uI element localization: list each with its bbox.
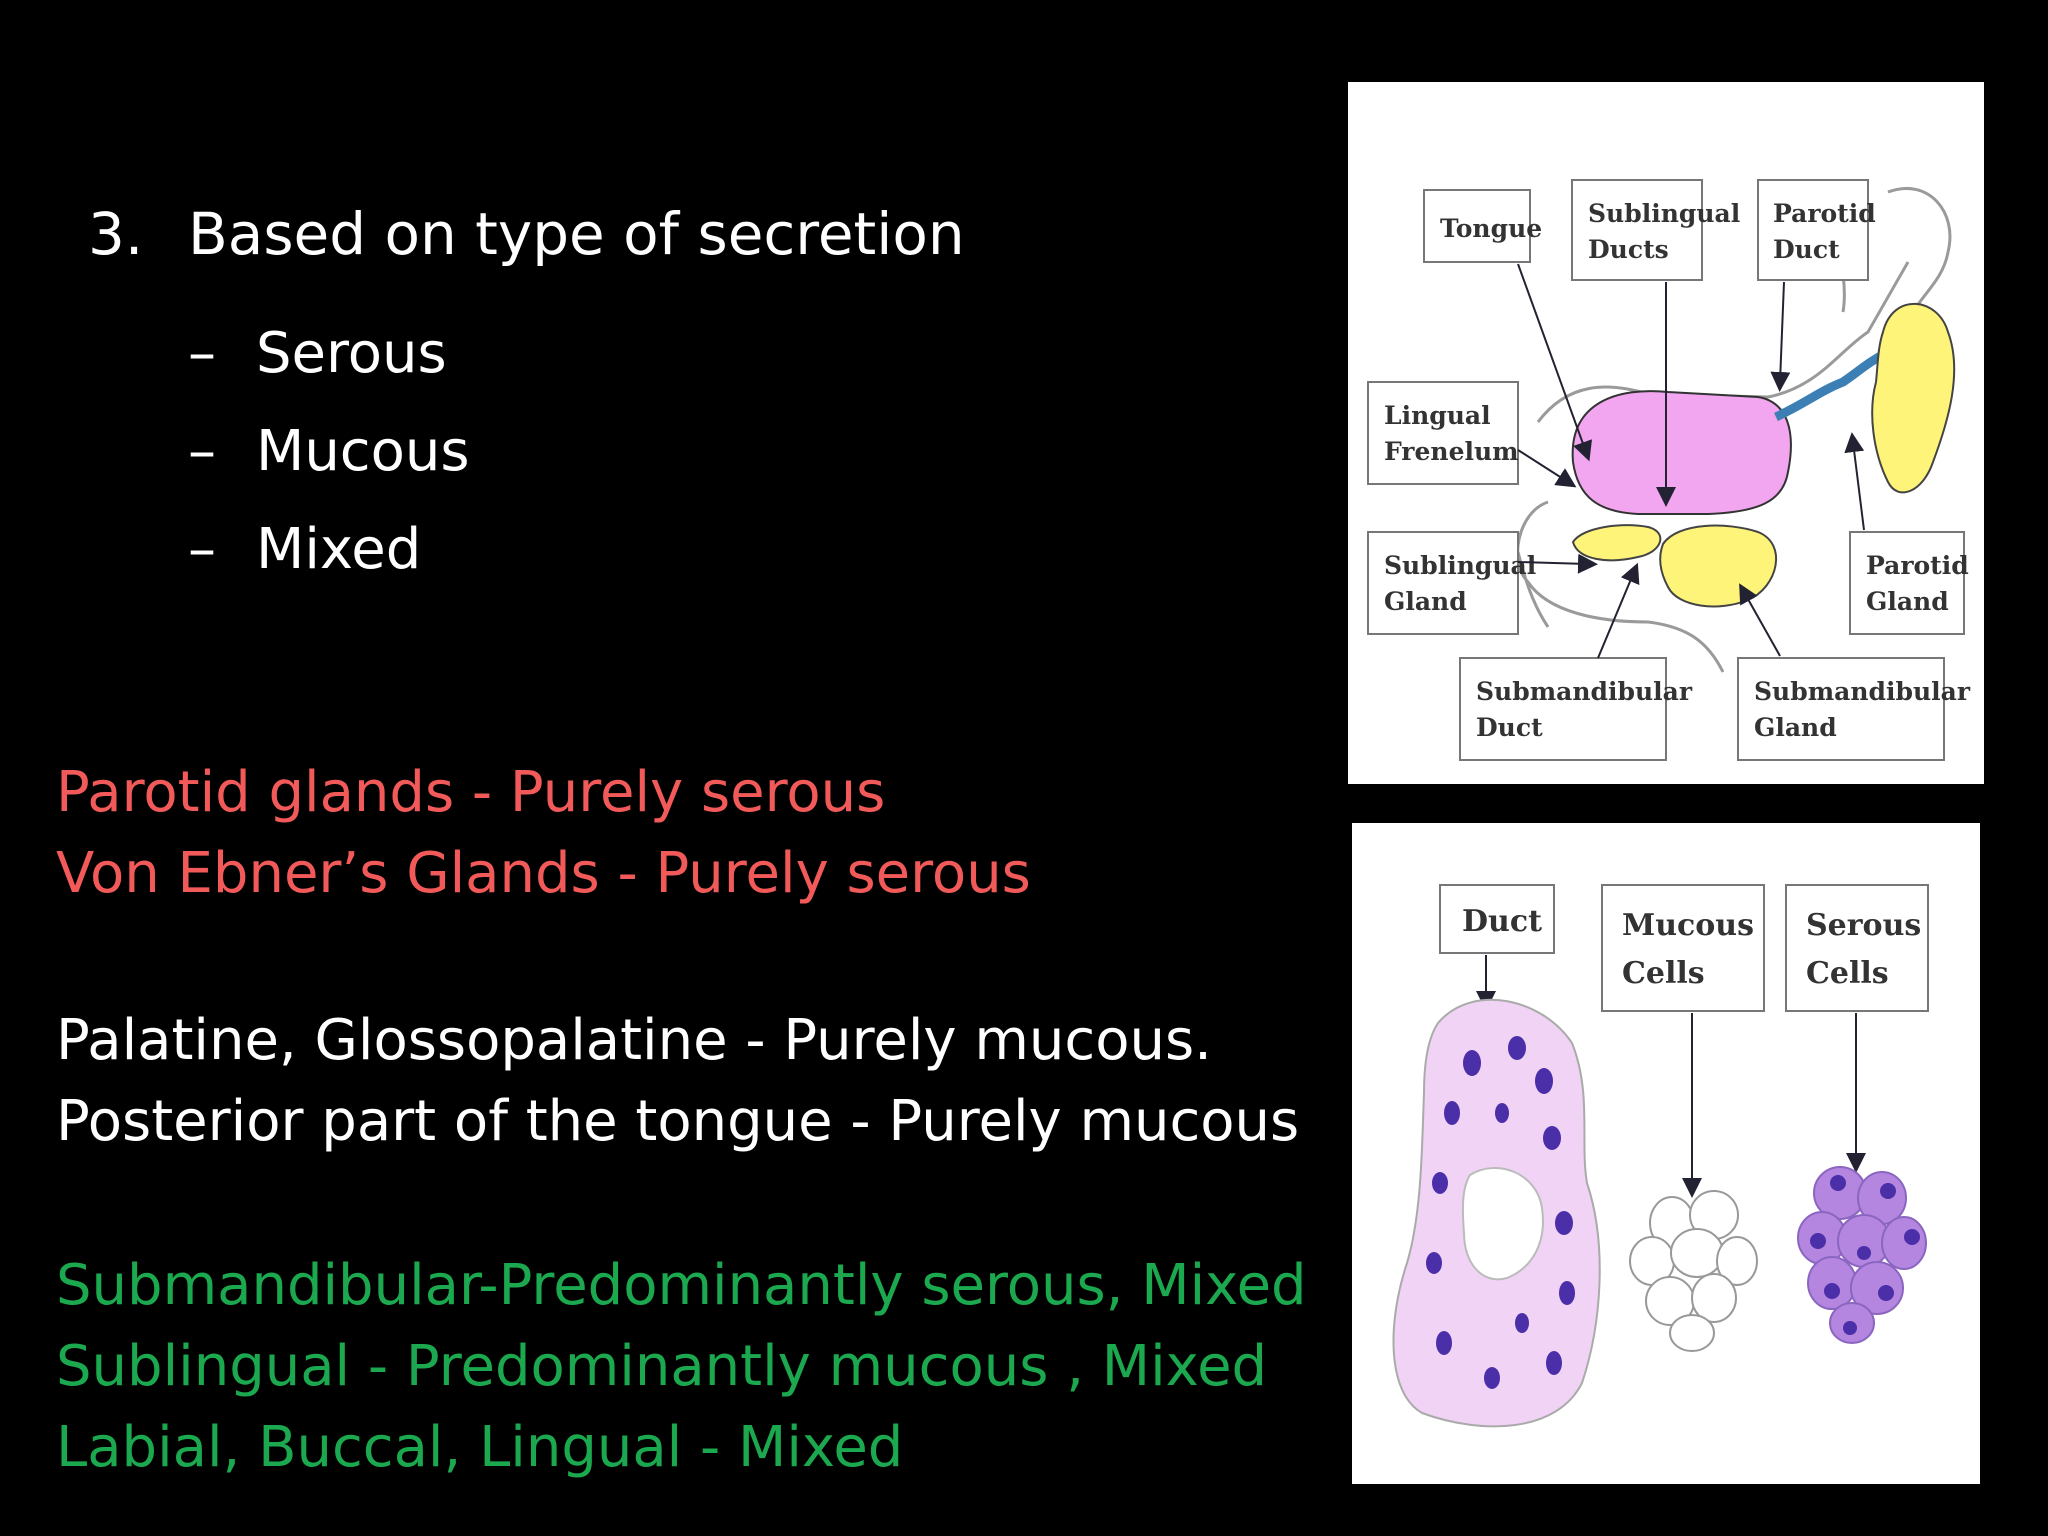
svg-text:Tongue: Tongue <box>1440 214 1542 243</box>
svg-text:Sublingual: Sublingual <box>1588 199 1740 228</box>
acinar-cells-diagram: Duct Mucous Cells Serous Cells <box>1352 823 1980 1484</box>
dash-bullet: – <box>188 517 216 582</box>
label-submandibular-duct: Submandibular Duct <box>1459 657 1693 761</box>
svg-text:Duct: Duct <box>1462 904 1542 939</box>
svg-text:Sublingual: Sublingual <box>1384 551 1536 580</box>
svg-text:Duct: Duct <box>1476 713 1543 742</box>
dash-bullet: – <box>188 321 216 386</box>
acinar-cells-svg: Duct Mucous Cells Serous Cells <box>1392 884 1929 1428</box>
dash-bullet: – <box>188 419 216 484</box>
svg-text:Duct: Duct <box>1773 235 1840 264</box>
text-line: Posterior part of the tongue - Purely mu… <box>56 1089 1300 1154</box>
tongue-shape <box>1571 390 1792 515</box>
section-heading: 3.Based on type of secretion <box>88 205 965 263</box>
sublingual-gland-shape <box>1571 524 1662 562</box>
bullet-text: Mucous <box>256 419 470 484</box>
label-parotid-gland: Parotid Gland <box>1849 531 1969 635</box>
text-line: Sublingual - Predominantly mucous , Mixe… <box>56 1334 1268 1399</box>
list-item: –Mixed <box>188 501 470 599</box>
list-item: –Mucous <box>188 403 470 501</box>
label-serous-cells: Serous Cells <box>1785 884 1929 1012</box>
list-item: –Serous <box>188 305 470 403</box>
svg-text:Parotid: Parotid <box>1773 199 1876 228</box>
bullet-text: Mixed <box>256 517 422 582</box>
label-lingual-frenulum: Lingual Frenelum <box>1367 381 1519 485</box>
serous-cells-cluster <box>1797 1166 1927 1344</box>
label-sublingual-ducts: Sublingual Ducts <box>1571 179 1740 281</box>
parotid-gland-shape <box>1871 302 1956 494</box>
svg-text:Submandibular: Submandibular <box>1476 677 1693 706</box>
label-tongue: Tongue <box>1423 189 1542 263</box>
mixed-glands-group: Submandibular-Predominantly serous, Mixe… <box>56 1245 1307 1488</box>
text-line: Von Ebner’s Glands - Purely serous <box>56 841 1031 906</box>
svg-text:Gland: Gland <box>1866 587 1949 616</box>
svg-text:Cells: Cells <box>1806 956 1889 991</box>
svg-text:Mucous: Mucous <box>1622 908 1754 943</box>
serous-glands-group: Parotid glands - Purely serous Von Ebner… <box>56 752 1031 914</box>
svg-text:Ducts: Ducts <box>1588 235 1669 264</box>
svg-text:Gland: Gland <box>1754 713 1837 742</box>
ear-outline <box>1887 186 1952 323</box>
label-submandibular-gland: Submandibular Gland <box>1737 657 1971 761</box>
label-parotid-duct: Parotid Duct <box>1757 179 1876 281</box>
duct-tube <box>1392 998 1601 1428</box>
svg-text:Frenelum: Frenelum <box>1384 437 1519 466</box>
heading-text: Based on type of secretion <box>188 200 965 268</box>
parotid-duct-shape <box>1774 347 1891 422</box>
text-line: Submandibular-Predominantly serous, Mixe… <box>56 1253 1307 1318</box>
mucous-glands-group: Palatine, Glossopalatine - Purely mucous… <box>56 1000 1299 1162</box>
submandibular-gland-shape <box>1659 524 1777 608</box>
serous-nuclei <box>1810 1175 1920 1335</box>
svg-text:Lingual: Lingual <box>1384 401 1491 430</box>
text-line: Labial, Buccal, Lingual - Mixed <box>56 1415 904 1480</box>
heading-number: 3. <box>88 200 144 268</box>
leader-lines <box>1517 263 1865 659</box>
leader-lines <box>1476 955 1866 1198</box>
mucous-cells-cluster <box>1629 1190 1758 1352</box>
secretion-type-list: –Serous –Mucous –Mixed <box>188 305 470 599</box>
svg-text:Parotid: Parotid <box>1866 551 1969 580</box>
duct-nuclei <box>1426 1036 1575 1389</box>
text-line: Palatine, Glossopalatine - Purely mucous… <box>56 1008 1212 1073</box>
label-mucous-cells: Mucous Cells <box>1601 884 1765 1012</box>
svg-text:Submandibular: Submandibular <box>1754 677 1971 706</box>
svg-text:Gland: Gland <box>1384 587 1467 616</box>
svg-text:Cells: Cells <box>1622 956 1705 991</box>
bullet-text: Serous <box>256 321 447 386</box>
salivary-glands-svg: Tongue Sublingual Ducts Parotid Duct Lin… <box>1367 179 1971 761</box>
label-duct: Duct <box>1439 884 1555 954</box>
text-line: Parotid glands - Purely serous <box>56 760 886 825</box>
salivary-glands-diagram: Tongue Sublingual Ducts Parotid Duct Lin… <box>1348 82 1984 784</box>
label-sublingual-gland: Sublingual Gland <box>1367 531 1536 635</box>
svg-text:Serous: Serous <box>1806 908 1921 943</box>
